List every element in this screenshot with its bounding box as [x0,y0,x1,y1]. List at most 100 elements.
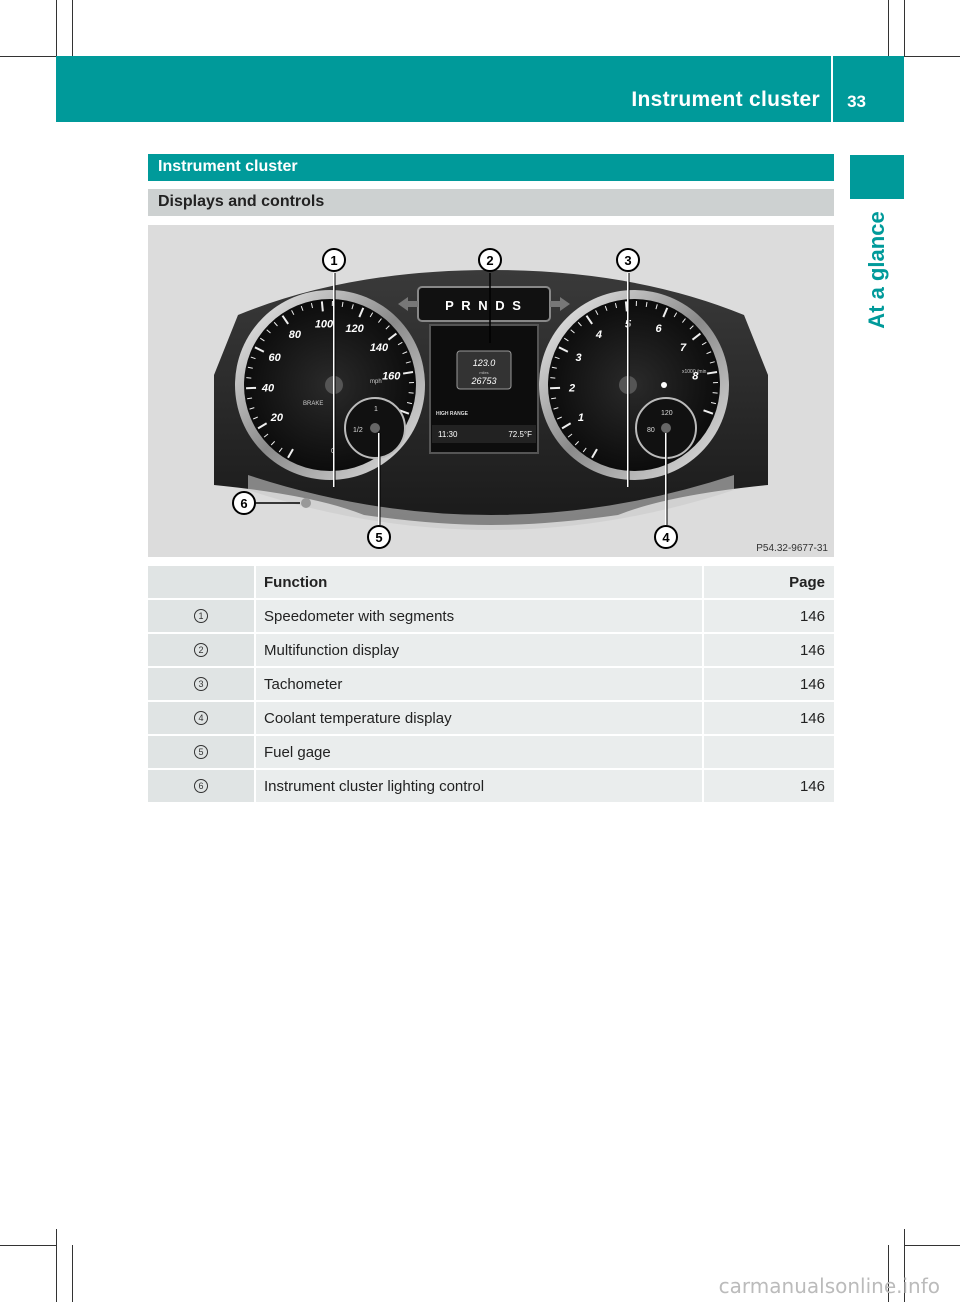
page-number: 33 [847,92,866,111]
speed-unit-label: mph [370,379,382,385]
tachometer-label: 4 [595,329,602,341]
table-header-function: Function [256,566,704,600]
drive-mode-label: HIGH RANGE [436,411,469,417]
callout-3-label: 3 [624,253,631,268]
tachometer-label: 7 [680,342,687,354]
tachometer-tick [710,401,717,405]
row-page: 146 [704,668,834,702]
speedometer-tick [291,310,295,315]
speedometer-label: 100 [315,318,334,330]
section-heading: Instrument cluster [148,154,834,181]
speedometer-tick [257,422,268,430]
row-number: 6 [148,770,256,804]
row-number: 3 [148,668,256,702]
crop-mark [904,0,905,56]
callout-number-glyph: 6 [194,779,208,793]
row-function: Fuel gage [256,736,704,770]
left-turn-arrow-icon [398,297,418,311]
tachometer-tick [574,441,580,446]
row-function: Multifunction display [256,634,704,668]
crop-mark [888,0,889,56]
brake-label: BRAKE [303,401,323,407]
tachometer-tick [624,301,628,312]
cluster-lower-panel [248,475,734,530]
row-number: 2 [148,634,256,668]
speedometer-tick [270,441,276,446]
tachometer-label: 1 [578,412,584,424]
table-header-page: Page [704,566,834,600]
header-section-title: Instrument cluster [631,88,820,111]
callout-2: 2 [478,248,502,272]
crop-mark [0,56,56,57]
speedometer-tick [402,351,408,355]
odometer-value: 26753 [470,376,496,386]
row-number: 1 [148,600,256,634]
crop-mark [904,1229,905,1302]
tachometer-tick [563,337,569,342]
speedometer-tick [399,409,410,415]
speedometer-tick [405,361,411,364]
callout-number-glyph: 4 [194,711,208,725]
crop-mark [904,1245,960,1246]
tachometer-tick [662,307,669,318]
callout-number-glyph: 5 [194,745,208,759]
trip-unit: miles [479,370,488,375]
tachometer-tick [691,332,702,341]
callout-number-glyph: 1 [194,609,208,623]
tachometer-tick [585,315,593,325]
speedometer-label: 120 [345,323,364,335]
crop-mark [888,1245,889,1302]
crop-mark [0,1245,56,1246]
fuel-hub [370,423,380,433]
callout-1-label: 1 [330,253,337,268]
header-divider [831,56,833,122]
tachometer-tick [655,304,658,310]
tachometer-tick [551,397,557,400]
tachometer-tick [553,407,559,410]
tachometer-tick [682,318,686,323]
row-page: 146 [704,634,834,668]
callout-6-label: 6 [240,496,247,511]
speedometer-tick [378,318,382,323]
speedometer-label: 60 [268,352,281,364]
tachometer-tick [673,312,678,318]
speedometer-tick [249,407,255,410]
speedometer-tick [254,346,265,353]
callout-4-label: 4 [662,530,670,545]
subsection-heading: Displays and controls [148,189,834,216]
coolant-label-low: 80 [647,427,655,434]
speedometer-tick [385,325,390,330]
chapter-tab [850,155,904,199]
tachometer-tick [561,422,572,430]
tachometer-tick [551,366,557,369]
speedometer-tick [402,371,414,375]
speedometer-tick [341,301,344,308]
tachometer-tick [709,361,715,364]
callout-2-label: 2 [486,253,493,268]
tachometer-label: 2 [568,382,575,394]
tachometer-tick [645,301,648,308]
tachometer-tick [703,409,714,415]
tachometer-label: 8 [692,370,699,382]
speedometer-tick [387,332,398,341]
row-function: Tachometer [256,668,704,702]
crop-mark [904,56,960,57]
speedometer-tick [252,416,258,420]
callout-4: 4 [654,525,678,549]
speedometer-tick [247,366,253,369]
speedometer-tick [247,397,253,400]
speedometer-label: 160 [382,370,401,382]
speedometer-label: 40 [261,382,275,394]
tachometer-tick [556,416,562,420]
speedometer-tick [273,321,278,327]
row-function: Coolant temperature display [256,702,704,736]
tachometer-tick [689,325,694,330]
trip-display-box [456,350,512,390]
tachometer-tick [595,310,599,315]
tach-unit-label: x1000 /min [682,369,707,375]
speedometer-tick [320,301,324,312]
tachometer-tick [706,371,718,375]
table-header-row: Function Page [148,566,834,600]
